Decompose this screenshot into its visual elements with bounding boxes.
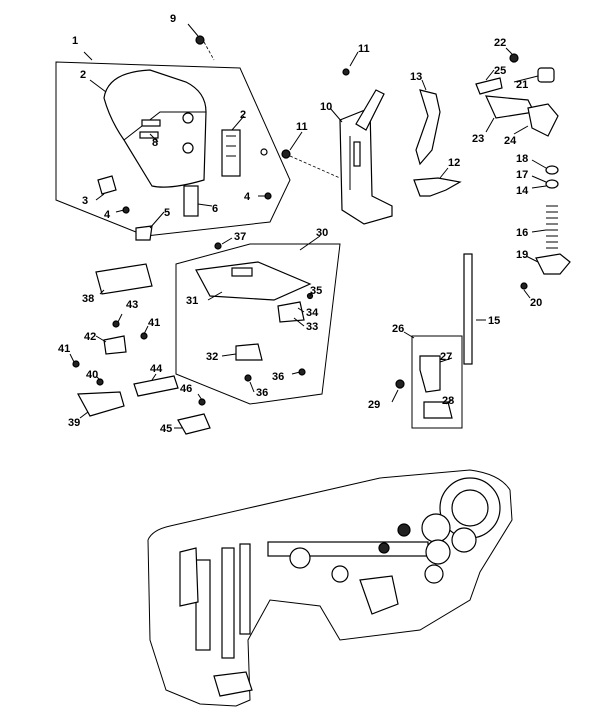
callout-22: 22 xyxy=(494,37,506,49)
callout-31: 31 xyxy=(186,295,198,307)
callout-25: 25 xyxy=(494,65,506,77)
callout-15: 15 xyxy=(488,315,500,327)
callout-4: 4 xyxy=(104,209,111,221)
callout-8: 8 xyxy=(152,137,158,149)
callout-20: 20 xyxy=(530,297,542,309)
callout-2: 2 xyxy=(80,69,86,81)
thread-guide-parts xyxy=(475,47,571,299)
callout-19: 19 xyxy=(516,249,528,261)
callout-41b: 41 xyxy=(148,317,160,329)
callout-23: 23 xyxy=(472,133,484,145)
callout-10: 10 xyxy=(320,101,332,113)
callout-32: 32 xyxy=(206,351,218,363)
callout-labels: 1 2 2 3 4 4 5 6 8 9 10 11 11 12 13 14 15… xyxy=(58,13,542,435)
callout-30: 30 xyxy=(316,227,328,239)
callout-46: 46 xyxy=(180,383,192,395)
callout-5: 5 xyxy=(164,207,170,219)
callout-18: 18 xyxy=(516,153,528,165)
callout-27: 27 xyxy=(440,351,452,363)
screw-9 xyxy=(187,23,215,61)
needle-bar-assembly xyxy=(391,253,486,429)
callout-9: 9 xyxy=(170,13,176,25)
callout-14: 14 xyxy=(516,185,529,197)
callout-40: 40 xyxy=(86,369,98,381)
callout-35: 35 xyxy=(310,285,322,297)
machine-head xyxy=(147,469,513,707)
callout-21: 21 xyxy=(516,79,528,91)
callout-42: 42 xyxy=(84,331,96,343)
callout-45: 45 xyxy=(160,423,172,435)
callout-2b: 2 xyxy=(240,109,246,121)
callout-41: 41 xyxy=(58,343,70,355)
callout-4b: 4 xyxy=(244,191,251,203)
spring-16 xyxy=(546,205,558,249)
callout-11b: 11 xyxy=(296,121,308,133)
callout-12: 12 xyxy=(448,157,460,169)
callout-3: 3 xyxy=(82,195,88,207)
callout-1: 1 xyxy=(72,35,78,47)
callout-13: 13 xyxy=(410,71,422,83)
needle-plate-assembly xyxy=(175,235,341,405)
callout-16: 16 xyxy=(516,227,528,239)
callout-6: 6 xyxy=(212,203,218,215)
face-cover-assembly xyxy=(55,51,291,241)
callout-11: 11 xyxy=(358,43,370,55)
callout-36: 36 xyxy=(256,387,268,399)
callout-29: 29 xyxy=(368,399,380,411)
callout-24: 24 xyxy=(504,135,517,147)
callout-36b: 36 xyxy=(272,371,284,383)
callout-33: 33 xyxy=(306,321,318,333)
callout-34: 34 xyxy=(306,307,319,319)
callout-38: 38 xyxy=(82,293,94,305)
callout-43: 43 xyxy=(126,299,138,311)
callout-17: 17 xyxy=(516,169,528,181)
callout-37: 37 xyxy=(234,231,246,243)
callout-39: 39 xyxy=(68,417,80,429)
callout-28: 28 xyxy=(442,395,454,407)
tension-bracket-assembly xyxy=(281,51,462,225)
feed-parts xyxy=(69,263,211,435)
callout-26: 26 xyxy=(392,323,404,335)
callout-44: 44 xyxy=(150,363,163,375)
